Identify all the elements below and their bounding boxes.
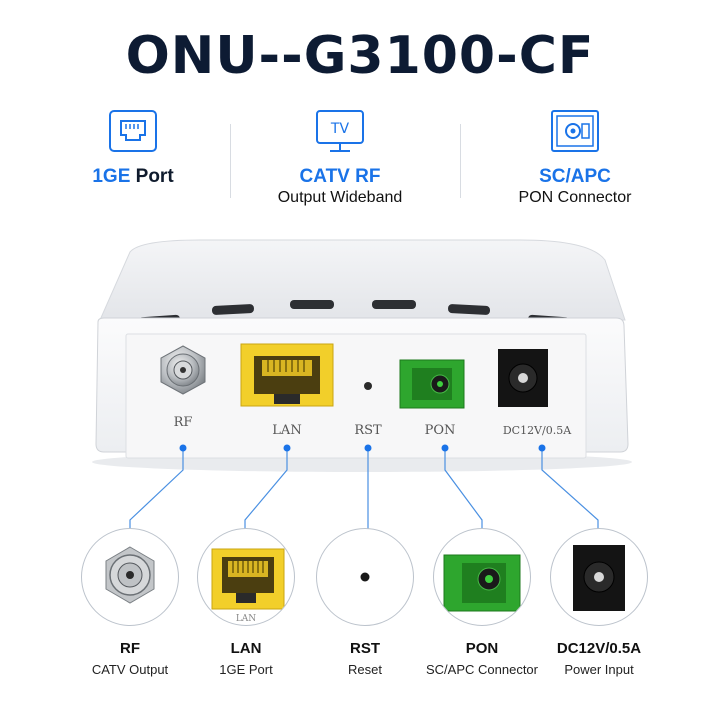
detail-label-dc: DC12V/0.5A Power Input bbox=[534, 640, 664, 677]
lan-port bbox=[240, 343, 334, 407]
feature-name-highlight: 1GE bbox=[92, 166, 131, 187]
detail-sub: SC/APC Connector bbox=[426, 662, 538, 677]
device-port-label-rf: RF bbox=[174, 415, 193, 430]
pon-port-closeup bbox=[443, 554, 521, 612]
detail-label-pon: PON SC/APC Connector bbox=[417, 640, 547, 677]
rf-port bbox=[160, 345, 206, 395]
onu-device-rear-view: RF LAN RST PON DC12V/0.5A bbox=[0, 230, 720, 480]
feature-name: SC/APC bbox=[475, 166, 675, 188]
feature-catv-rf: TV CATV RF Output Wideband bbox=[240, 108, 440, 207]
detail-sub: Reset bbox=[348, 662, 382, 677]
detail-name: DC12V/0.5A bbox=[556, 640, 642, 657]
device-port-label-lan: LAN bbox=[272, 423, 301, 438]
rf-connector-closeup bbox=[105, 546, 155, 604]
rst-hole bbox=[364, 382, 372, 390]
feature-sub: Output Wideband bbox=[277, 189, 403, 206]
product-title: ONU--G3100-CF bbox=[125, 26, 595, 86]
feature-1ge-port: 1GE Port bbox=[33, 108, 233, 189]
feature-name: 1GE Port bbox=[33, 166, 233, 188]
detail-lan: LAN bbox=[197, 528, 295, 626]
ethernet-port-icon bbox=[109, 110, 157, 152]
detail-sub: Power Input bbox=[564, 662, 634, 677]
device-illustration: RF LAN RST PON DC12V/0.5A bbox=[92, 239, 632, 472]
detail-sub: 1GE Port bbox=[219, 662, 273, 677]
device-port-label-dc: DC12V/0.5A bbox=[503, 424, 572, 437]
lan-inset-label: LAN bbox=[236, 614, 256, 624]
sc-apc-connector-icon bbox=[551, 110, 599, 152]
dc-jack-closeup bbox=[573, 545, 625, 611]
feature-divider bbox=[460, 124, 461, 198]
rst-hole-closeup bbox=[360, 572, 370, 582]
device-port-label-rst: RST bbox=[354, 423, 382, 438]
tv-icon-text: TV bbox=[330, 121, 350, 137]
detail-label-lan: LAN 1GE Port bbox=[181, 640, 311, 677]
feature-row: 1GE Port TV CATV RF Output Wideband SC/A… bbox=[0, 108, 720, 218]
feature-divider bbox=[230, 124, 231, 198]
feature-sub: PON Connector bbox=[518, 189, 632, 206]
detail-pon bbox=[433, 528, 531, 626]
feature-name-rest: Port bbox=[130, 166, 174, 187]
lan-port-closeup: LAN bbox=[211, 548, 285, 624]
detail-label-rf: RF CATV Output bbox=[65, 640, 195, 677]
feature-sc-apc: SC/APC PON Connector bbox=[475, 108, 675, 207]
detail-name: PON bbox=[465, 640, 499, 657]
device-port-label-pon: PON bbox=[425, 423, 456, 438]
dc-port bbox=[498, 349, 548, 407]
pon-port bbox=[399, 359, 465, 409]
tv-icon: TV bbox=[316, 110, 364, 152]
detail-label-rst: RST Reset bbox=[300, 640, 430, 677]
detail-rst bbox=[316, 528, 414, 626]
detail-sub: CATV Output bbox=[91, 662, 169, 677]
detail-dc bbox=[550, 528, 648, 626]
feature-name-highlight: SC/APC bbox=[539, 166, 611, 187]
detail-name: RF bbox=[120, 640, 140, 657]
detail-rf bbox=[81, 528, 179, 626]
feature-name: CATV RF bbox=[240, 166, 440, 188]
feature-name-highlight: CATV RF bbox=[299, 166, 381, 187]
detail-name: LAN bbox=[230, 640, 262, 657]
detail-name: RST bbox=[350, 640, 380, 657]
